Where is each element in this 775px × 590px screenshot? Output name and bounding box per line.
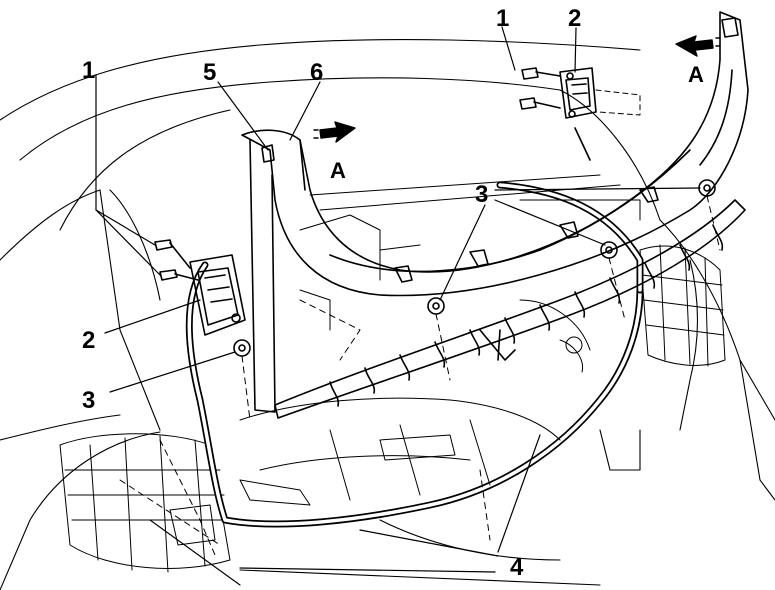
- view-arrow-mid: [313, 121, 356, 143]
- right-tail-light: [639, 244, 726, 367]
- leader-lines: [95, 26, 701, 573]
- vehicle-body-outline: [0, 39, 775, 590]
- callout-6: 6: [310, 59, 323, 86]
- view-label-a-mid: A: [330, 158, 346, 183]
- callout-labels: 1 2 5 6 3 1 2 3 4 A A: [82, 5, 704, 581]
- callout-1-left: 1: [82, 57, 95, 84]
- callout-2-top: 2: [568, 5, 581, 32]
- left-lock-bracket: [154, 239, 246, 336]
- callout-1-top: 1: [496, 5, 509, 32]
- view-arrow-right: [675, 35, 721, 57]
- trunk-interior: [239, 174, 641, 506]
- left-tail-light: [59, 433, 231, 573]
- assembly-lines: [119, 195, 721, 556]
- right-lock-bracket: [519, 67, 641, 161]
- callout-4: 4: [510, 554, 524, 581]
- callout-2-left: 2: [82, 327, 95, 354]
- upper-trim-panel: [241, 11, 749, 413]
- view-label-a-right: A: [688, 62, 704, 87]
- callout-5: 5: [203, 59, 216, 86]
- lower-trim-panel: [274, 199, 746, 419]
- trunk-opening-seal: [185, 181, 644, 528]
- callout-3-left: 3: [82, 387, 95, 414]
- callout-3-mid: 3: [475, 181, 488, 208]
